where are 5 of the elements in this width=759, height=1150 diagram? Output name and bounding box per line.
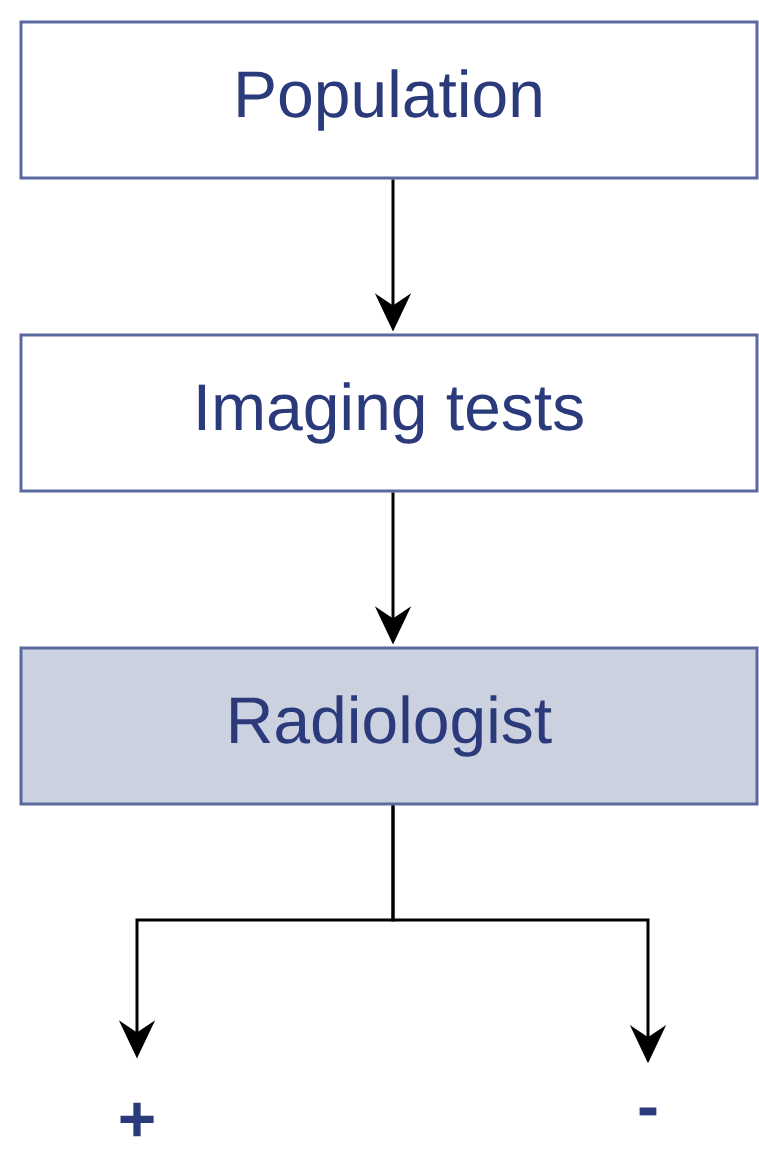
outcome-sign: + — [120, 1102, 154, 1137]
outcome-sign: - — [639, 1107, 657, 1116]
process-box: Imaging tests — [19, 333, 759, 493]
process-box: Radiologist — [19, 646, 759, 806]
process-box: Population — [19, 20, 759, 180]
